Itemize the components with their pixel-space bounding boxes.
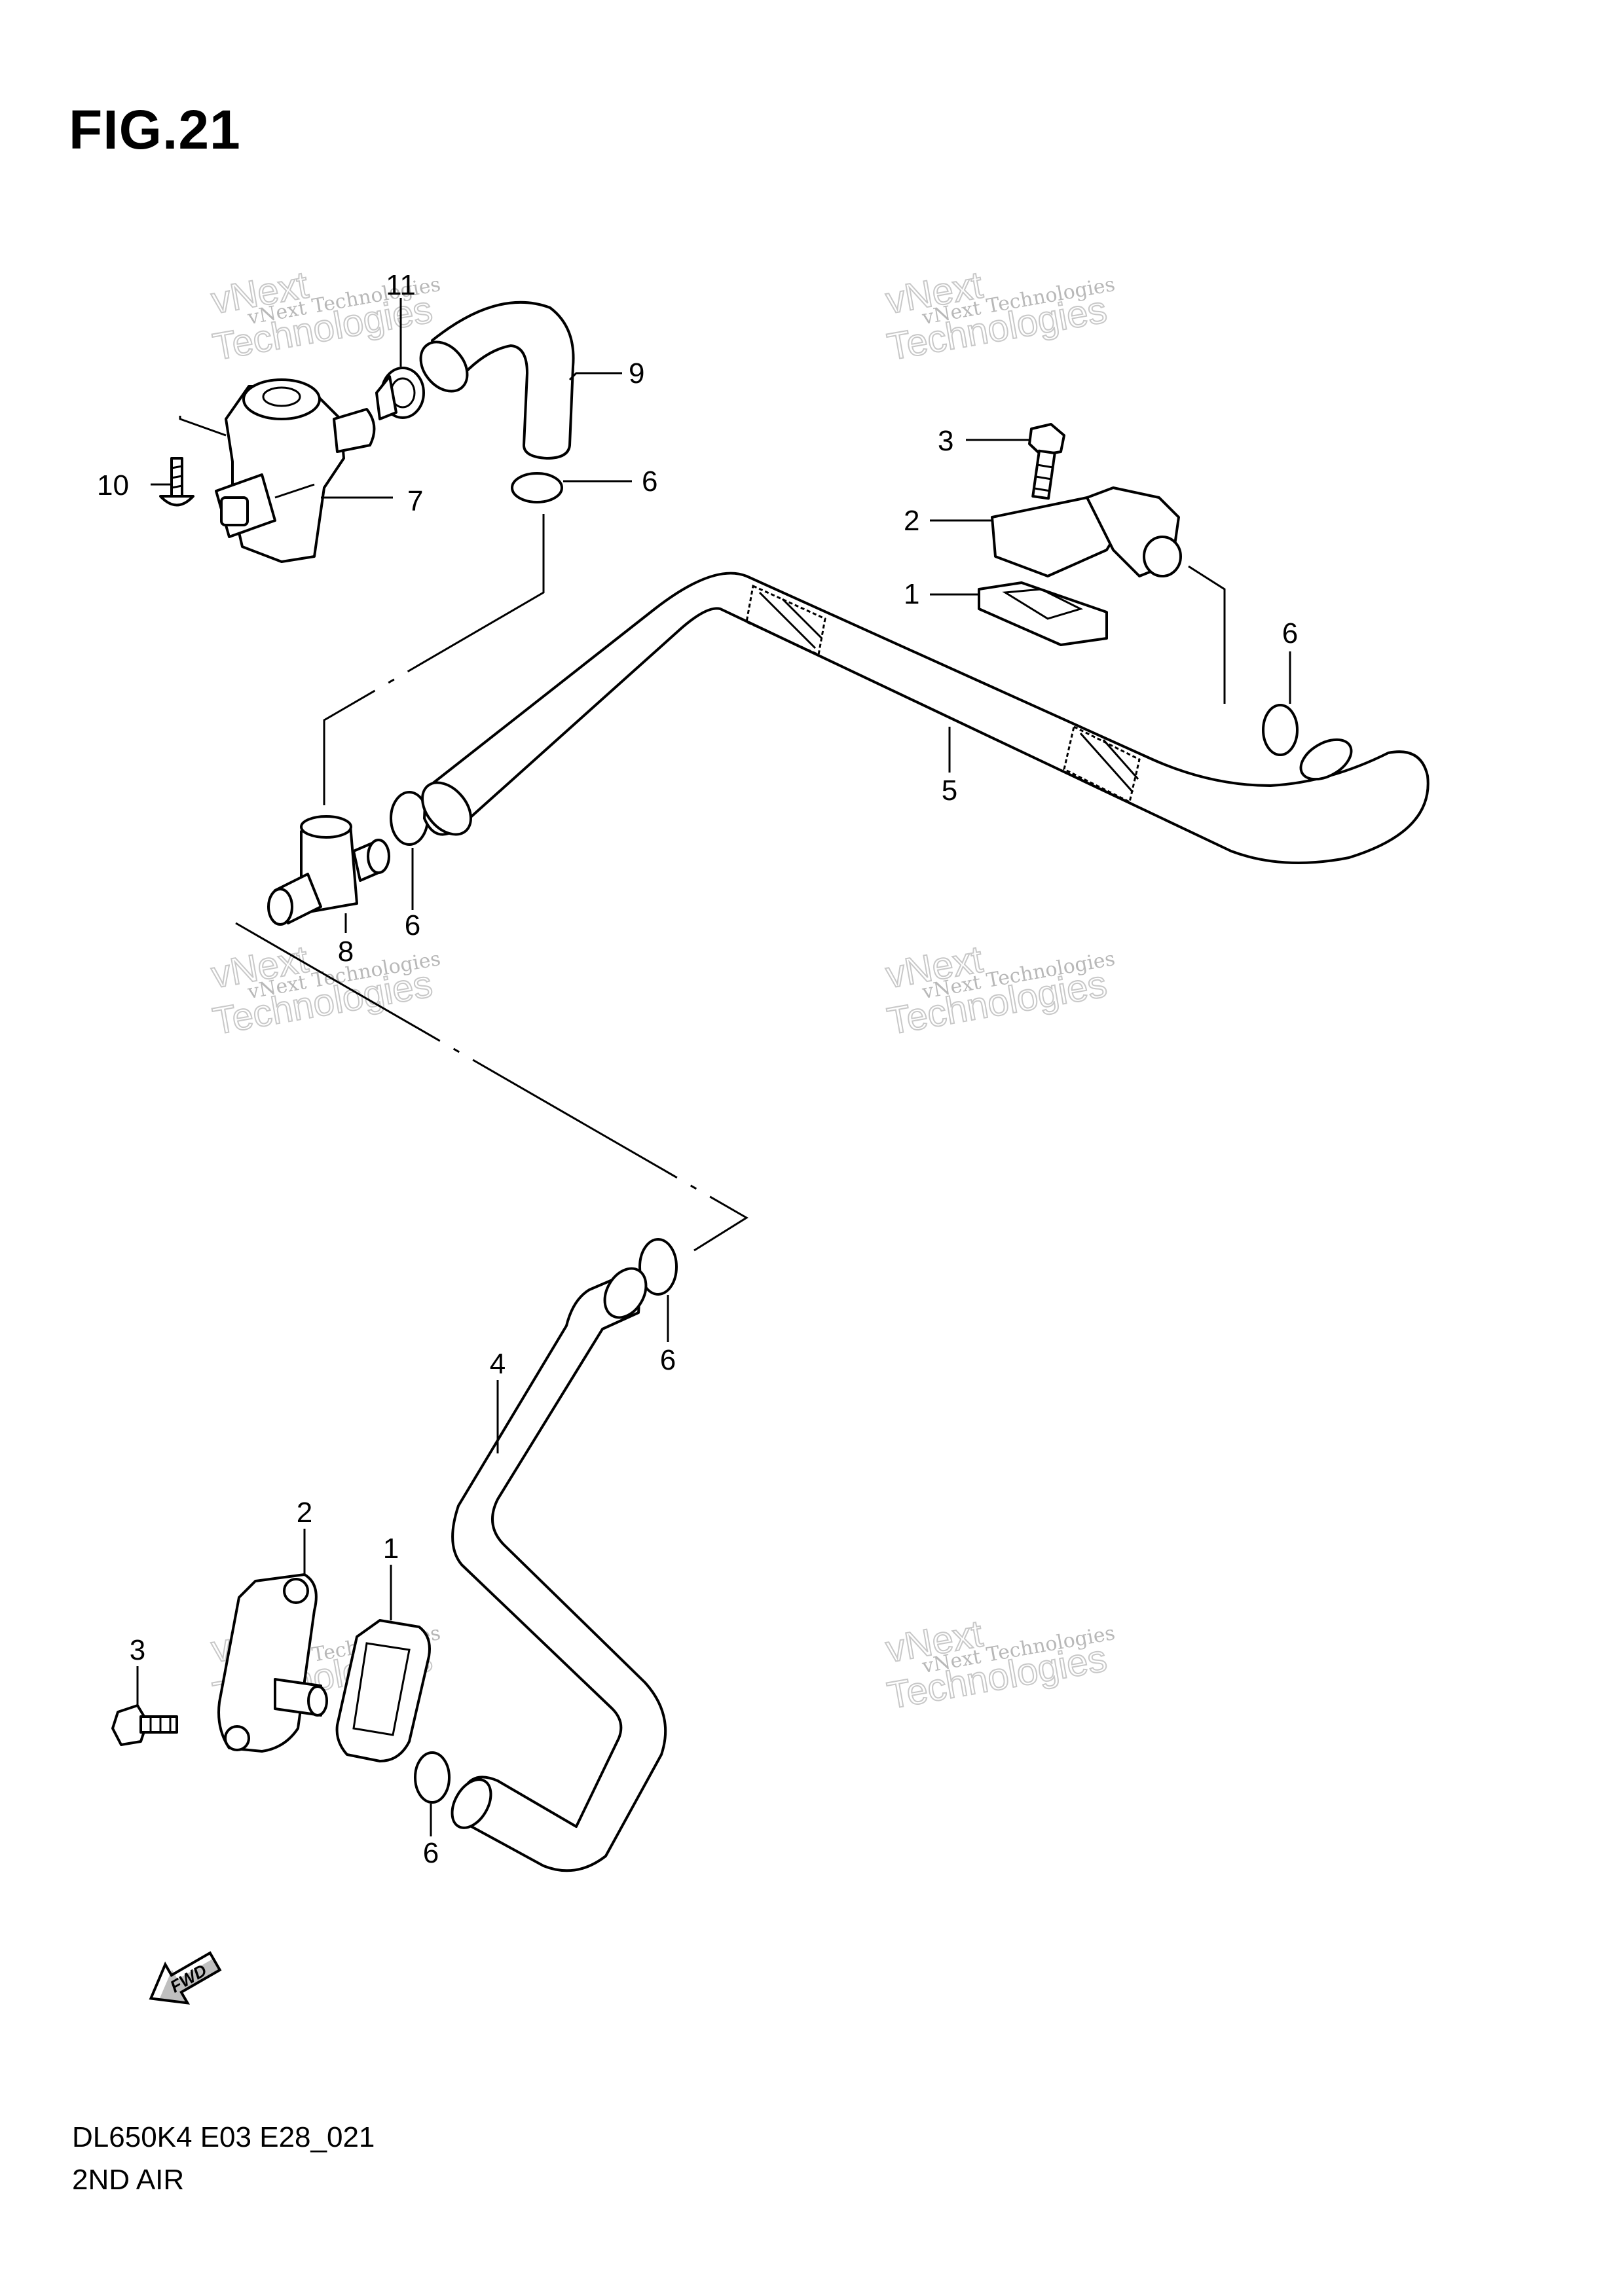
reed-cover-bottom-part-2 (217, 1573, 328, 1753)
bolt-bottom-part-3 (111, 1704, 178, 1746)
callout-5: 5 (942, 774, 957, 807)
hose-part-9 (419, 301, 575, 460)
figure-code: DL650K4 E03 E28_021 (72, 2121, 375, 2153)
callout-6-d: 6 (660, 1344, 676, 1376)
fig-title: FIG.21 (69, 99, 241, 160)
callout-numbers: 11 9 10 7 6 3 2 1 6 5 8 6 6 4 2 1 3 6 (97, 269, 1298, 1869)
callout-1-b: 1 (383, 1533, 399, 1565)
callout-6-b: 6 (1282, 617, 1298, 649)
callout-6-e: 6 (423, 1837, 439, 1869)
figure-name: 2ND AIR (72, 2164, 185, 2196)
t-joint-part-8 (267, 815, 390, 926)
air-valve-part-7 (215, 378, 376, 563)
callout-4: 4 (490, 1348, 506, 1380)
callout-2-a: 2 (904, 505, 919, 537)
callout-3-a: 3 (938, 425, 953, 457)
screw-part-10 (159, 457, 194, 507)
callout-3-b: 3 (130, 1634, 145, 1666)
callout-7: 7 (407, 485, 423, 517)
hose-part-5 (421, 572, 1430, 864)
callout-11: 11 (386, 269, 416, 301)
callout-9: 9 (629, 357, 644, 390)
callout-2-b: 2 (297, 1497, 312, 1529)
connection-lines (235, 514, 1226, 1252)
reed-cover-top-part-2 (991, 486, 1182, 577)
hose-part-4 (451, 1267, 667, 1872)
gasket-bottom-part-1 (335, 1619, 431, 1762)
callout-6-c: 6 (405, 909, 420, 941)
callout-6-a: 6 (642, 465, 657, 498)
callout-10: 10 (97, 469, 129, 501)
clip-part-6 (390, 472, 1299, 1804)
clamp-part-11 (375, 367, 425, 420)
gasket-top-part-1 (978, 581, 1108, 646)
callout-1-a: 1 (904, 578, 919, 610)
callout-8: 8 (338, 936, 354, 968)
leader-lines (136, 298, 1291, 1836)
fwd-arrow-icon: FWD (149, 1951, 222, 2005)
bolt-top-part-3 (1028, 423, 1065, 500)
